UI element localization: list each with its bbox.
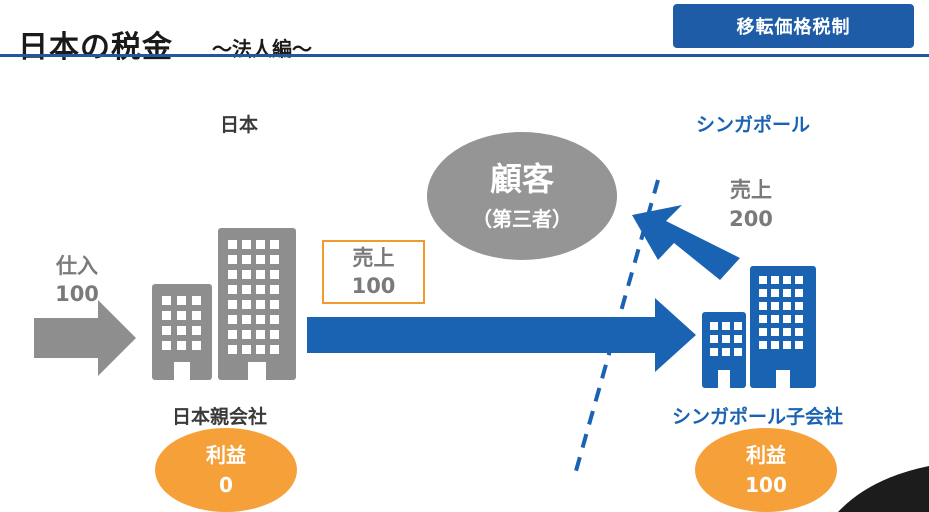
customer-bubble: 顧客 （第三者） bbox=[427, 132, 617, 260]
parent-profit-value: 0 bbox=[219, 473, 233, 497]
purchase-label: 仕入 100 bbox=[55, 254, 99, 306]
customer-name: 顧客 bbox=[489, 160, 554, 198]
title-divider bbox=[0, 54, 929, 57]
region-label-japan: 日本 bbox=[220, 114, 259, 136]
parent-profit-label: 利益 bbox=[206, 443, 246, 467]
parent-company-name: 日本親会社 bbox=[172, 406, 268, 428]
subsidiary-profit-badge: 利益 100 bbox=[695, 428, 837, 512]
subsidiary-profit-label: 利益 bbox=[746, 443, 786, 467]
sale-to-customer-arrow bbox=[632, 205, 740, 280]
intercompany-sales-box: 売上 100 bbox=[322, 240, 425, 304]
intercompany-arrow bbox=[307, 298, 696, 372]
subsidiary-profit-value: 100 bbox=[745, 473, 787, 497]
customer-note: （第三者） bbox=[472, 207, 572, 231]
subsidiary-building-icon bbox=[702, 266, 816, 388]
page-subtitle: ～法人編～ bbox=[212, 37, 312, 61]
intercompany-sales-value: 100 bbox=[351, 274, 396, 298]
corner-decoration bbox=[838, 466, 929, 512]
purchase-arrow bbox=[34, 300, 136, 376]
topic-badge: 移転価格税制 bbox=[673, 4, 914, 48]
page-title: 日本の税金 bbox=[18, 30, 173, 65]
subsidiary-company-name: シンガポール子会社 bbox=[672, 406, 844, 428]
parent-profit-badge: 利益 0 bbox=[155, 428, 297, 512]
third-party-sales-label: 売上 200 bbox=[729, 178, 773, 231]
intercompany-sales-label: 売上 bbox=[352, 246, 395, 270]
region-label-singapore: シンガポール bbox=[696, 114, 811, 136]
parent-building-icon bbox=[152, 228, 296, 380]
